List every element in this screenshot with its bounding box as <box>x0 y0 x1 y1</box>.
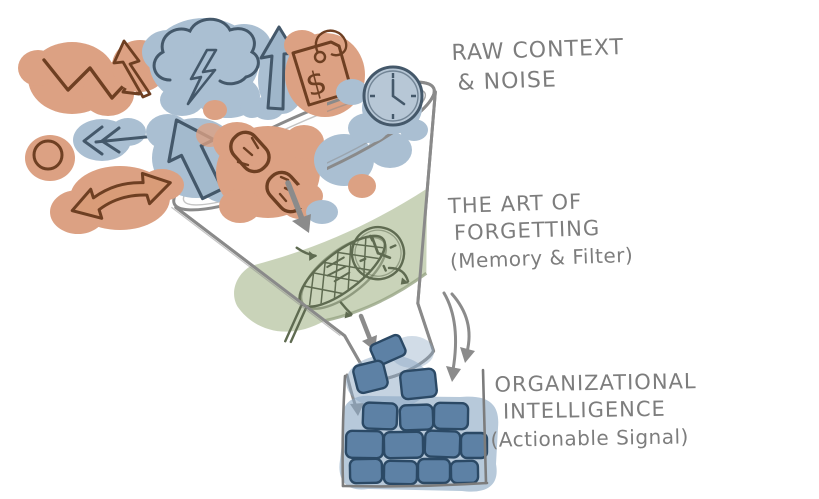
block <box>459 431 489 460</box>
label-org-line2: INTELLIGENCE <box>502 396 666 424</box>
storm-cloud-icon <box>142 17 272 118</box>
block <box>416 457 452 485</box>
arrow-curve-long <box>442 291 461 382</box>
dot-icon <box>25 135 75 181</box>
rim-overlay <box>327 80 436 212</box>
label-org-line1: ORGANIZATIONAL <box>494 369 697 397</box>
sieve-filter-icon <box>284 225 410 344</box>
label-raw-context: RAW CONTEXT & NOISE <box>451 33 626 99</box>
clock-icon <box>336 65 428 143</box>
block <box>348 457 384 485</box>
block <box>382 459 419 486</box>
funnel-outline <box>174 90 437 381</box>
arrow-into-funnel <box>285 180 311 233</box>
label-org-line3: (Actionable Signal) <box>490 424 690 452</box>
label-raw-line2: & NOISE <box>457 67 558 96</box>
break-sparks <box>236 136 295 203</box>
block <box>398 403 435 432</box>
double-arrow-icon <box>50 166 184 234</box>
block <box>382 430 425 460</box>
band-shadow-edge <box>324 272 428 323</box>
block <box>449 459 480 485</box>
falling-block <box>352 359 389 395</box>
noise-icons: $ <box>18 17 412 234</box>
filter-band <box>234 188 427 332</box>
block <box>432 401 470 431</box>
label-raw-line1: RAW CONTEXT <box>451 35 625 67</box>
block <box>361 401 399 431</box>
sketch-line <box>171 206 341 337</box>
block <box>344 429 385 460</box>
signal-blocks <box>339 333 499 492</box>
label-art-of-forgetting: THE ART OF FORGETTING (Memory & Filter) <box>448 187 634 275</box>
fading-clock-icon <box>326 225 406 283</box>
falling-block <box>369 333 407 367</box>
label-org-intelligence: ORGANIZATIONAL INTELLIGENCE (Actionable … <box>489 368 698 454</box>
arrow-curve-short <box>450 292 475 363</box>
block <box>423 429 462 459</box>
band-arrow-icons <box>295 246 410 319</box>
collection-bin <box>341 368 489 488</box>
falling-block <box>399 367 438 401</box>
